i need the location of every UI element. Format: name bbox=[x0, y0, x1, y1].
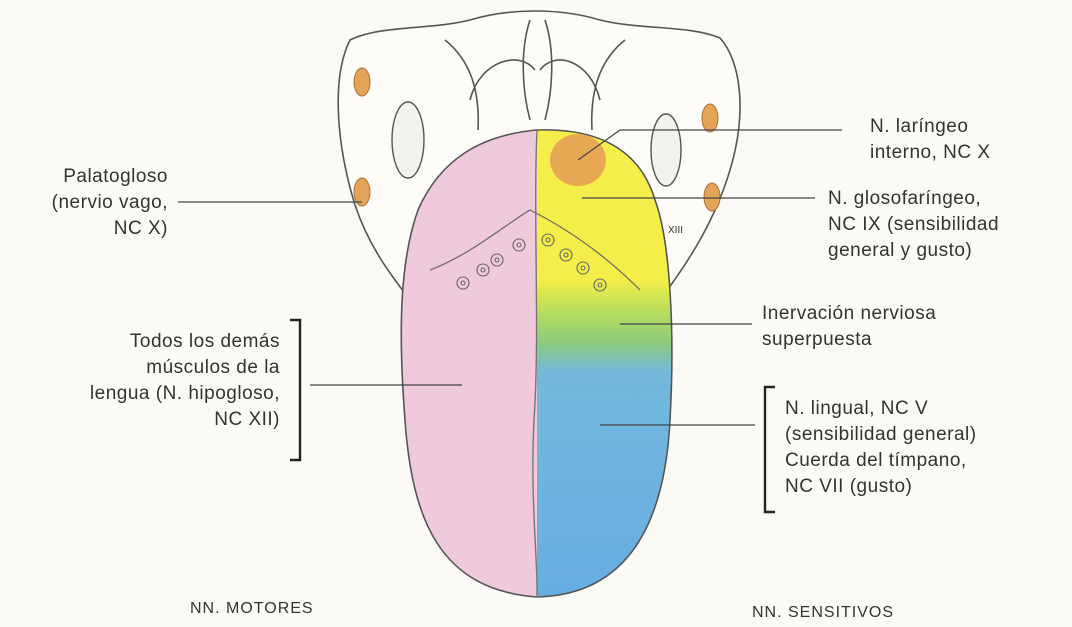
left-tonsil bbox=[392, 102, 424, 178]
bracket-right bbox=[765, 387, 775, 512]
tongue-mark: XIII bbox=[668, 225, 683, 237]
label-laringeo: N. laríngeo interno, NC X bbox=[870, 114, 991, 166]
label-lingual: N. lingual, NC V (sensibilidad general) … bbox=[785, 396, 977, 500]
footer-motores: NN. MOTORES bbox=[190, 596, 314, 622]
bracket-left bbox=[290, 320, 300, 460]
label-glosofaringeo: N. glosofaríngeo, NC IX (sensibilidad ge… bbox=[828, 186, 999, 264]
label-otros-musculos: Todos los demás músculos de la lengua (N… bbox=[40, 329, 280, 433]
right-tonsil bbox=[651, 114, 681, 186]
label-superpuesta: Inervación nerviosa superpuesta bbox=[762, 301, 936, 353]
label-palatogloso: Palatogloso (nervio vago, NC X) bbox=[0, 164, 168, 242]
footer-sensitivos: NN. SENSITIVOS bbox=[752, 600, 894, 626]
